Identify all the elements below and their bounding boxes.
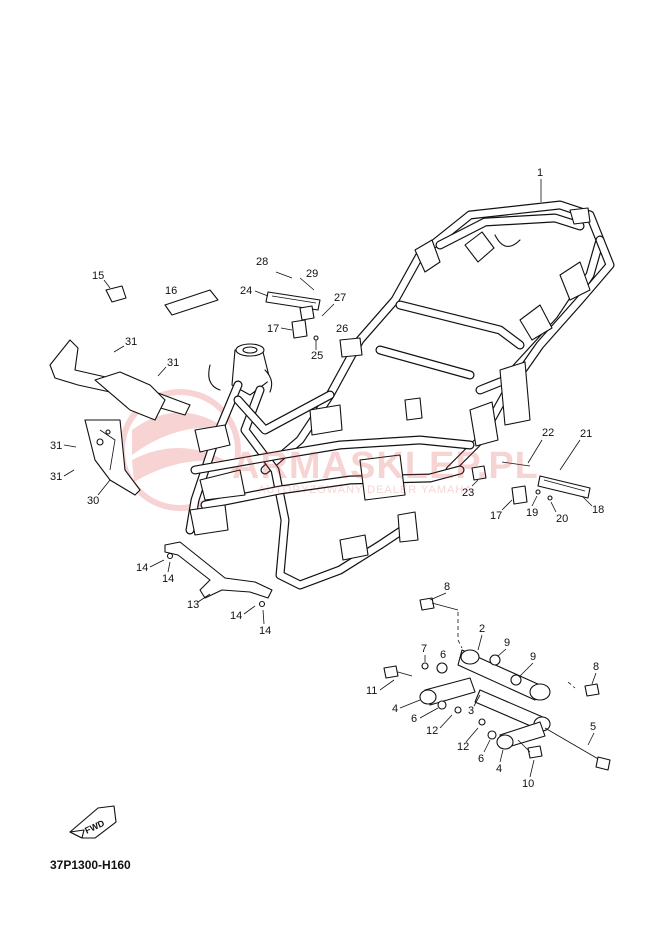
- callout-23: 23: [462, 487, 474, 499]
- callout-6c: 6: [478, 753, 484, 765]
- callout-4a: 4: [392, 703, 398, 715]
- watermark-text: ARMASKLEP.PL: [232, 445, 539, 487]
- callout-9a: 9: [504, 637, 510, 649]
- main-frame: [185, 200, 615, 590]
- callout-26: 26: [336, 323, 348, 335]
- fwd-arrow-icon: [69, 805, 117, 839]
- footrest-left-assembly: [265, 271, 321, 341]
- callout-14b: 14: [162, 573, 174, 585]
- callout-31d: 31: [50, 471, 62, 483]
- callout-2: 2: [479, 623, 485, 635]
- callout-16: 16: [165, 285, 177, 297]
- lower-bracket-13: [164, 541, 273, 608]
- callout-30: 30: [87, 495, 99, 507]
- callout-14a: 14: [136, 562, 148, 574]
- callout-17a: 17: [267, 323, 279, 335]
- callout-31b: 31: [167, 357, 179, 369]
- callout-31c: 31: [50, 440, 62, 452]
- part-15-clip: [105, 285, 127, 303]
- callout-8a: 8: [444, 581, 450, 593]
- part-16-pad: [164, 289, 219, 316]
- callout-25: 25: [311, 350, 323, 362]
- callout-6b: 6: [411, 713, 417, 725]
- callout-24: 24: [240, 285, 252, 297]
- callout-1: 1: [537, 167, 543, 179]
- callout-18: 18: [592, 504, 604, 516]
- callout-15: 15: [92, 270, 104, 282]
- footrest-right-assembly: [471, 461, 591, 505]
- callout-29: 29: [306, 268, 318, 280]
- callout-14d: 14: [259, 625, 271, 637]
- front-bracket-assembly: [49, 339, 191, 496]
- callout-13: 13: [187, 599, 199, 611]
- callout-10: 10: [522, 778, 534, 790]
- callout-19: 19: [526, 507, 538, 519]
- callout-22: 22: [542, 427, 554, 439]
- callout-28: 28: [256, 256, 268, 268]
- callout-20: 20: [556, 513, 568, 525]
- callout-17b: 17: [490, 510, 502, 522]
- callout-6a: 6: [440, 649, 446, 661]
- callout-9b: 9: [530, 651, 536, 663]
- callout-8b: 8: [593, 661, 599, 673]
- callout-21: 21: [580, 428, 592, 440]
- callout-4b: 4: [496, 763, 502, 775]
- callout-14c: 14: [230, 610, 242, 622]
- callouts: 1 2 3 4 4 5 6 6 6 7 8 8 9 9 10 11 12: [50, 167, 604, 790]
- callout-12b: 12: [457, 741, 469, 753]
- callout-12a: 12: [426, 725, 438, 737]
- callout-27: 27: [334, 292, 346, 304]
- callout-31a: 31: [125, 336, 137, 348]
- engine-mount-assembly: [383, 597, 611, 771]
- diagram-code: 37P1300-H160: [50, 858, 131, 872]
- watermark-subtext: AUTORYZOWANY DEALER YAMAHA: [258, 484, 473, 496]
- callout-7: 7: [421, 643, 427, 655]
- callout-11: 11: [366, 685, 377, 697]
- callout-5: 5: [590, 721, 596, 733]
- callout-3: 3: [468, 705, 474, 717]
